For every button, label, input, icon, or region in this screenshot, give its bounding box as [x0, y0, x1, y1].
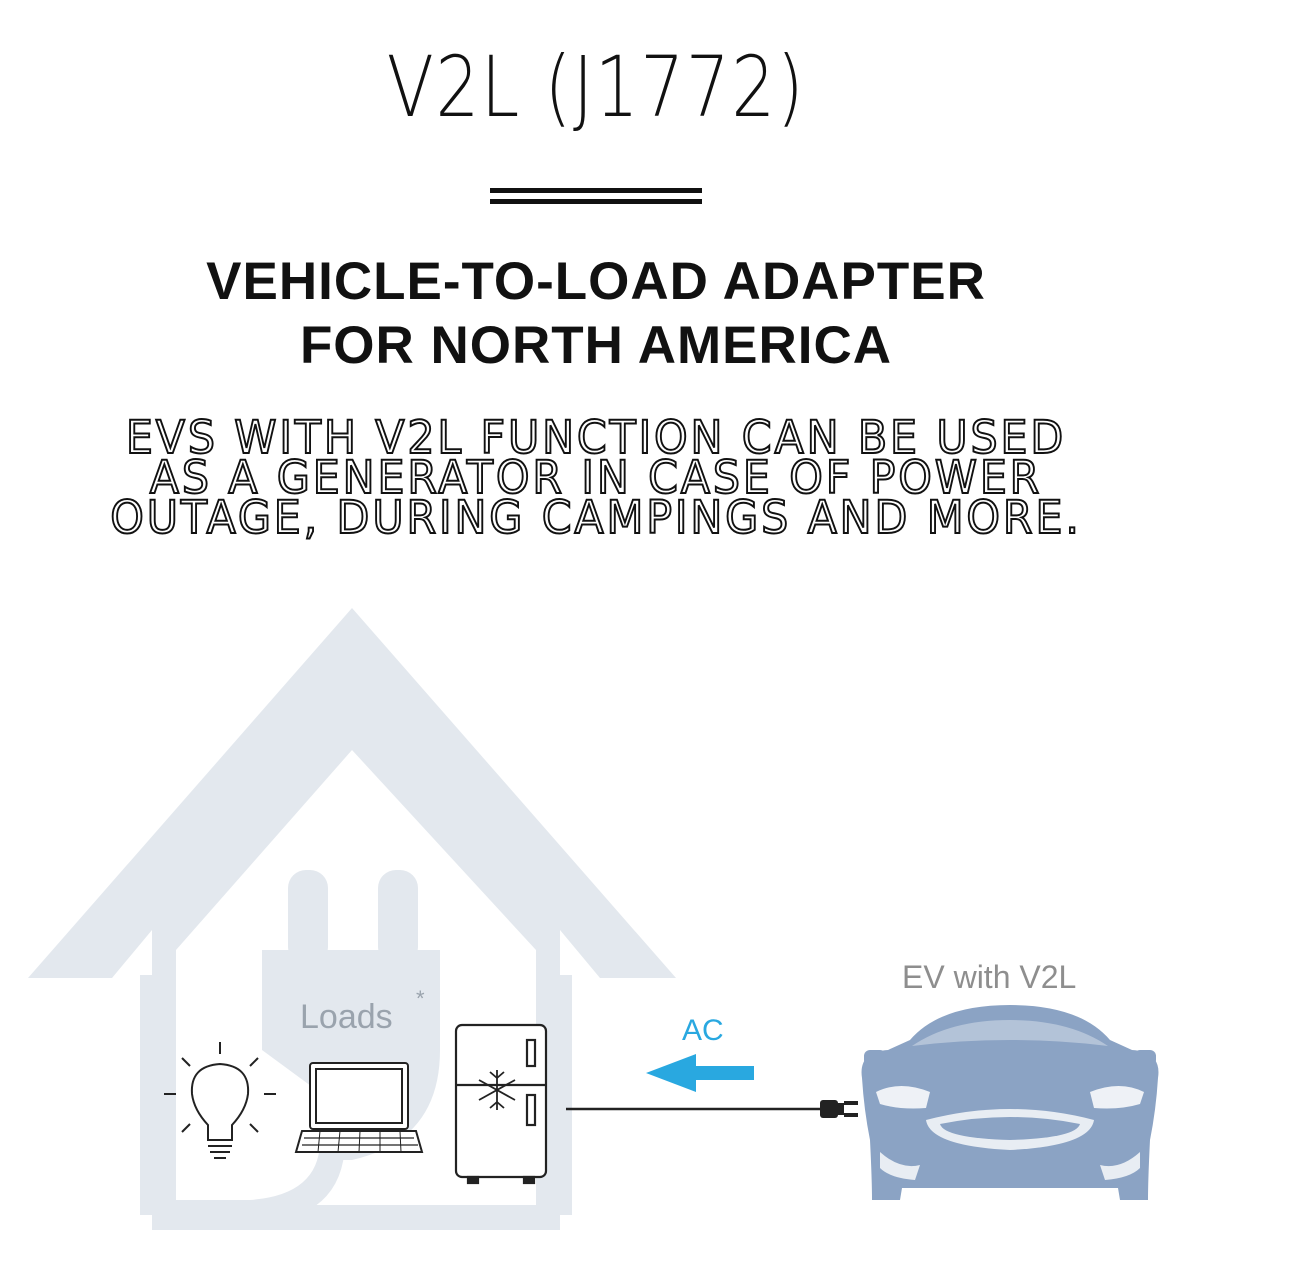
description-line-2: AS A GENERATOR IN CASE OF POWER: [149, 451, 1043, 504]
plug-icon: [820, 1100, 858, 1118]
subtitle: VEHICLE-TO-LOAD ADAPTER FOR NORTH AMERIC…: [0, 250, 1192, 378]
title-divider-top: [490, 188, 702, 193]
page-title: V2L (J1772): [386, 38, 806, 136]
description-line-1: EVS WITH V2L FUNCTION CAN BE USED: [125, 411, 1067, 464]
subtitle-line-2: FOR NORTH AMERICA: [299, 316, 893, 375]
title-divider-bottom: [490, 199, 702, 204]
description-line-3: OUTAGE, DURING CAMPINGS AND MORE.: [109, 491, 1082, 544]
car-icon: [861, 1005, 1159, 1200]
loads-label: Loads: [300, 998, 393, 1036]
description: EVS WITH V2L FUNCTION CAN BE USED AS A G…: [30, 411, 1162, 544]
loads-marker: *: [416, 986, 425, 1011]
snowflake-icon: [478, 1070, 516, 1110]
ac-arrow: [646, 1054, 754, 1092]
v2l-diagram: Loads *: [28, 608, 1159, 1230]
laptop-icon: [294, 1062, 424, 1153]
refrigerator-icon: [454, 1023, 548, 1185]
ac-label: AC: [682, 1014, 724, 1047]
light-bulb-icon: [164, 1042, 276, 1159]
subtitle-line-1: VEHICLE-TO-LOAD ADAPTER: [206, 252, 986, 311]
ev-label: EV with V2L: [902, 959, 1076, 995]
